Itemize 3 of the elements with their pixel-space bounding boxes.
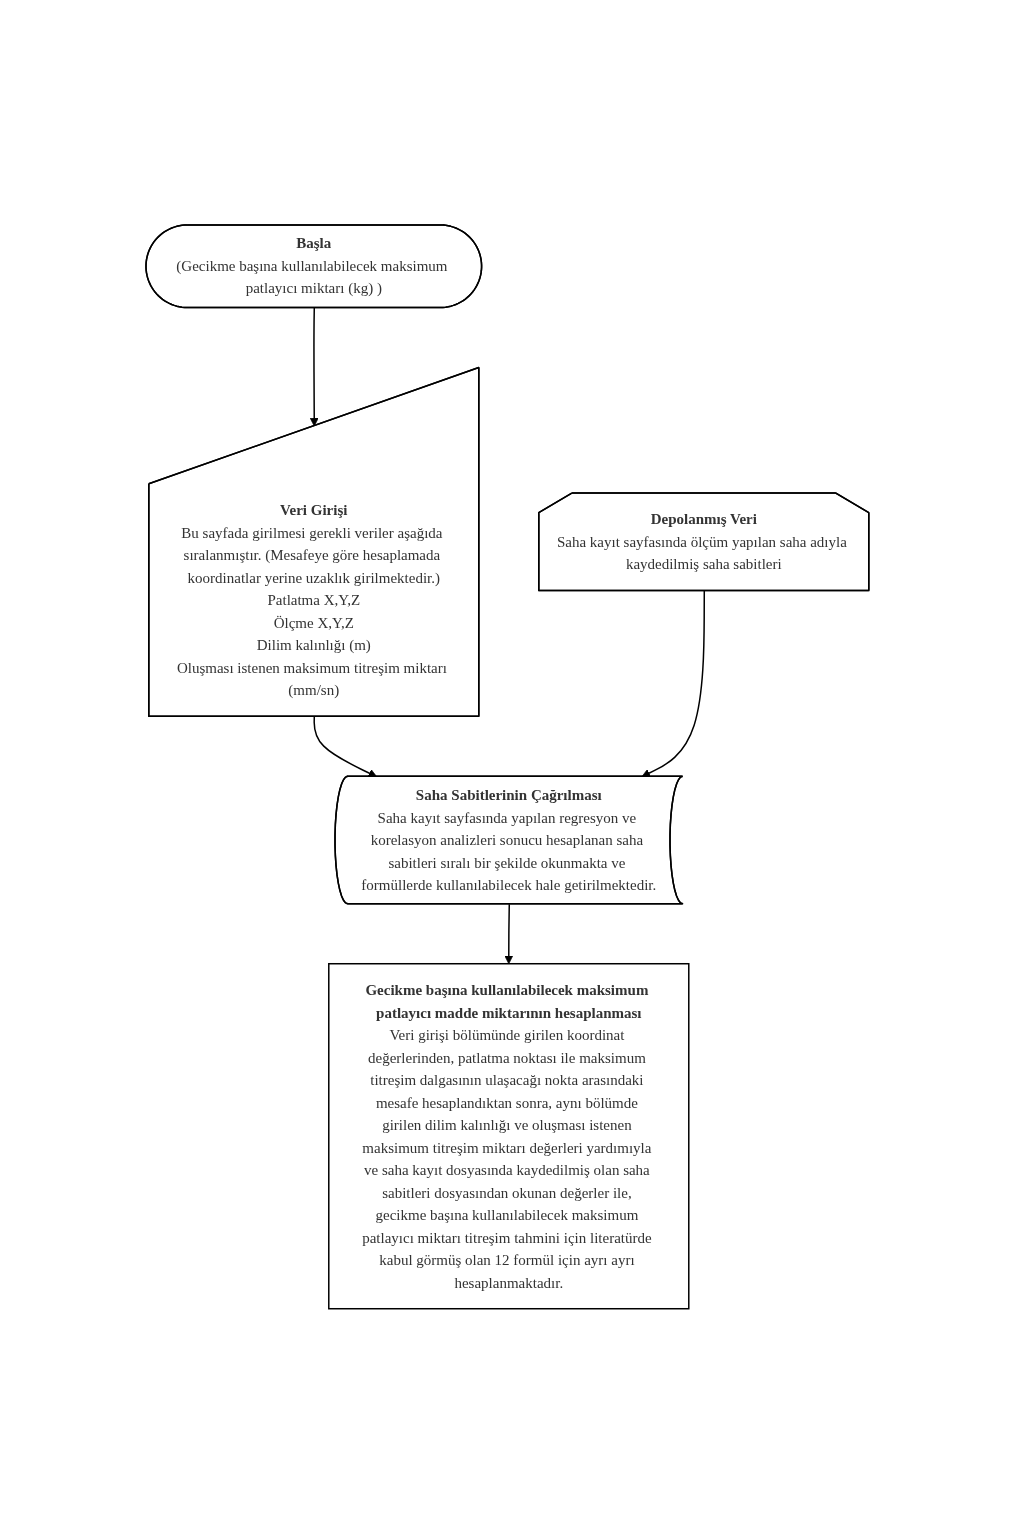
arrow [504,903,513,964]
node-box: Gecikme başına kullanılabilecek maksimum patlayıcı madde miktarının hesaplanması Veri girişi bölümünde girilen koordinat değerlerinden, patlatma noktası ile maksimum titreşim dalgasının ulaşacağı nokta arasındaki mesafe hesaplandıktan sonra, aynı bölümde girilen dilim kalınlığı ve oluşması istenen maksimum titreşim miktarı değerleri yardımıyla ve saha kayıt dosyasında kaydedilmiş olan saha sabitleri dosyasından okunan değerler ile, gecikme başına kullanılabilecek maksimum patlayıcı miktarı titreşim tahmini için literatürde kabul görmüş olan 12 formül için ayrı ayrı hesaplanmaktadır. [327,962,690,1310]
arrow [309,306,319,427]
